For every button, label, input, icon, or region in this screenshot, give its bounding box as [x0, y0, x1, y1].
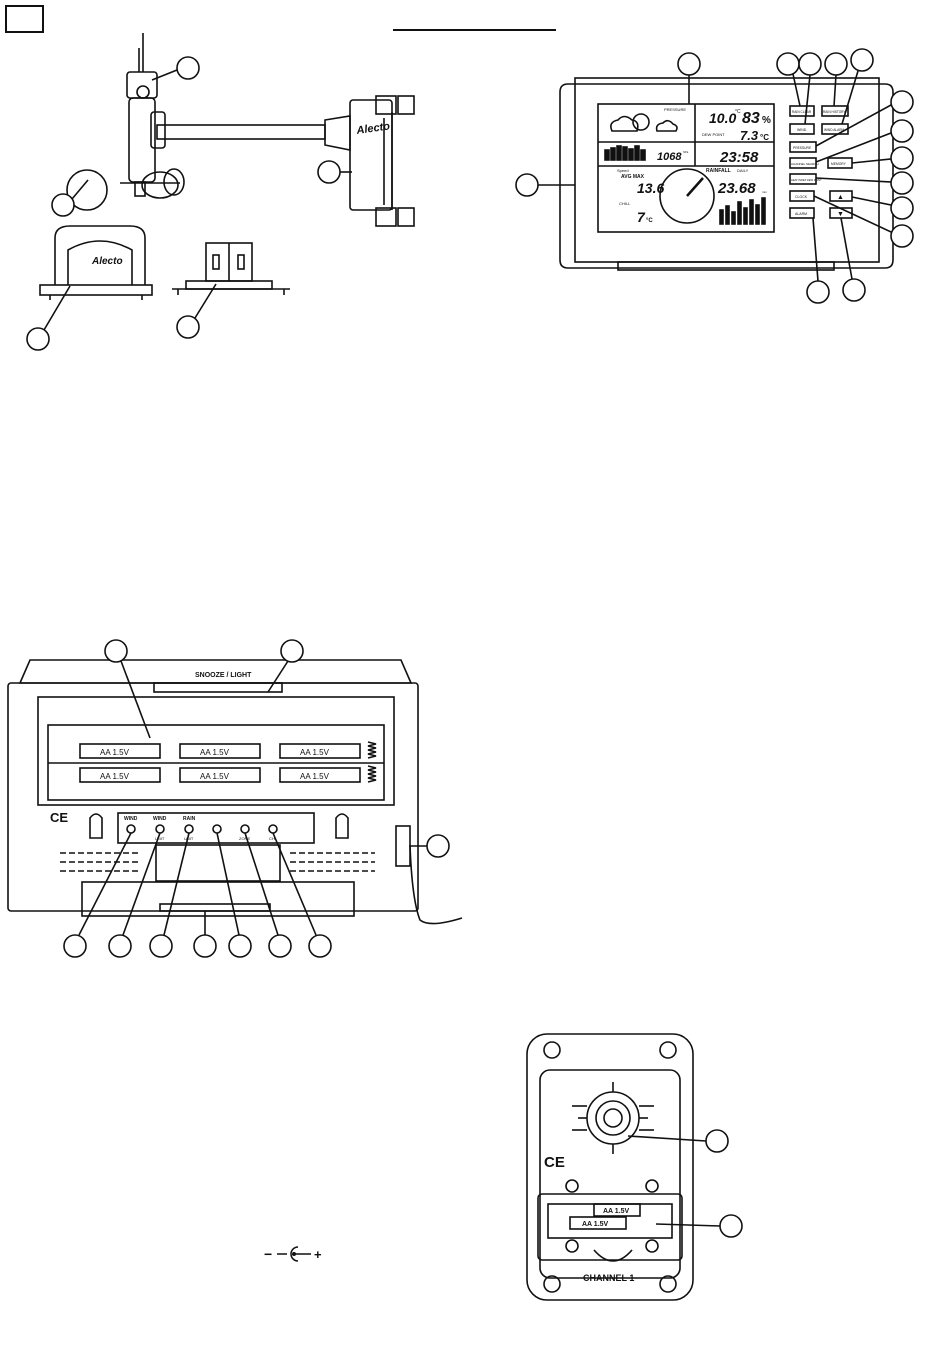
mounting-bracket-drawing: [172, 242, 290, 295]
switch-rain-unit-bottom: UNIT: [184, 836, 194, 841]
memory-button[interactable]: MEMORY: [831, 162, 847, 166]
adapter-polarity-symbol: − +: [264, 1246, 322, 1262]
rain-gauge-brand: Alecto: [91, 256, 123, 267]
wind-button[interactable]: WIND: [797, 128, 807, 132]
lcd-wind-chill-value: 7: [637, 209, 646, 225]
lcd-pressure-label: PRESSURE: [664, 107, 686, 112]
lcd-wind-value: 13.6: [637, 180, 664, 196]
lcd-rain-unit: mm: [762, 190, 767, 194]
sensor-battery-label: AA 1.5V: [603, 1208, 630, 1215]
console-front-drawing: [559, 77, 894, 271]
lcd-dew-unit: °C: [760, 133, 769, 142]
lcd-rain-value: 23.68: [717, 180, 756, 197]
battery-label: AA 1.5V: [300, 772, 330, 781]
lcd-temp-unit: °C: [735, 109, 741, 115]
wind-alarm-button[interactable]: WIND ALARM: [824, 128, 845, 132]
switch-wind-unit-bottom: UNIT: [155, 836, 165, 841]
battery-label: AA 1.5V: [100, 748, 130, 757]
battery-label: AA 1.5V: [100, 772, 130, 781]
snooze-light-label: SNOOZE / LIGHT: [195, 672, 252, 679]
rain-gauge-drawing: [39, 225, 153, 300]
battery-label: AA 1.5V: [200, 748, 230, 757]
callout-markers-sensor: [627, 1129, 743, 1238]
heat-index-button[interactable]: HEAT INDEX DEW POINT: [791, 178, 822, 182]
lcd-pressure-unit: hPa: [683, 150, 689, 154]
callout-markers-top-left: [26, 56, 352, 351]
lcd-dew-value: 7.3: [740, 128, 759, 143]
callout-markers-console-back: [63, 639, 450, 958]
lcd-pressure-value: 1068: [657, 151, 682, 163]
battery-label: AA 1.5V: [300, 748, 330, 757]
lcd-temp-in: 10.0: [709, 110, 736, 126]
up-button[interactable]: ▲: [837, 194, 844, 201]
lcd-humidity-unit: %: [762, 115, 771, 126]
lcd-clock: 23:58: [719, 149, 759, 166]
channel-search-button[interactable]: CHANNEL SEARCH: [791, 162, 819, 166]
switch-zone-bottom: ZONE: [239, 836, 250, 841]
rain-clear-button[interactable]: RAIN CLEAR: [792, 110, 812, 114]
sensor-battery-label: AA 1.5V: [582, 1221, 609, 1228]
polarity-minus: −: [264, 1246, 272, 1262]
clock-button[interactable]: CLOCK: [795, 195, 808, 199]
switch-wind-unit-top: WIND: [153, 816, 167, 822]
lcd-daily-label: DAILY: [737, 168, 749, 173]
lcd-dew-point-label: DEW POINT: [702, 132, 725, 137]
sensor-ce-mark: CE: [544, 1154, 565, 1171]
down-button[interactable]: ▼: [837, 211, 844, 218]
lcd-chill-label: CHILL: [619, 201, 631, 206]
lcd-humidity: 83: [742, 110, 760, 127]
lcd-rainfall-label: RAINFALL: [706, 168, 731, 174]
switch-ch-bottom: CH: [269, 836, 275, 841]
switch-rain-unit-top: RAIN: [183, 816, 196, 822]
wind-sensor-drawing: [66, 33, 415, 227]
wind-sensor-brand: Alecto: [355, 120, 391, 137]
battery-label: AA 1.5V: [200, 772, 230, 781]
callout-markers-console-front: [515, 48, 914, 304]
pressure-button[interactable]: PRESSURE: [793, 146, 812, 150]
console-back-drawing: [7, 659, 463, 925]
polarity-plus: +: [314, 1247, 322, 1262]
language-box: [5, 5, 44, 33]
lcd-wind-chill-unit: °C: [646, 218, 653, 224]
sensor-channel-label: CHANNEL 1: [583, 1273, 634, 1283]
alarm-button[interactable]: ALARM: [795, 212, 807, 216]
ce-mark: CE: [50, 810, 68, 825]
rain-history-button[interactable]: RAIN HISTORY: [823, 110, 846, 114]
outdoor-sensor-drawing: [526, 1033, 694, 1301]
switch-wind-top: WIND: [124, 816, 138, 822]
lcd-wind-speed-label: Speed: [617, 168, 629, 173]
lcd-avg-max-label: AVG MAX: [621, 174, 645, 180]
